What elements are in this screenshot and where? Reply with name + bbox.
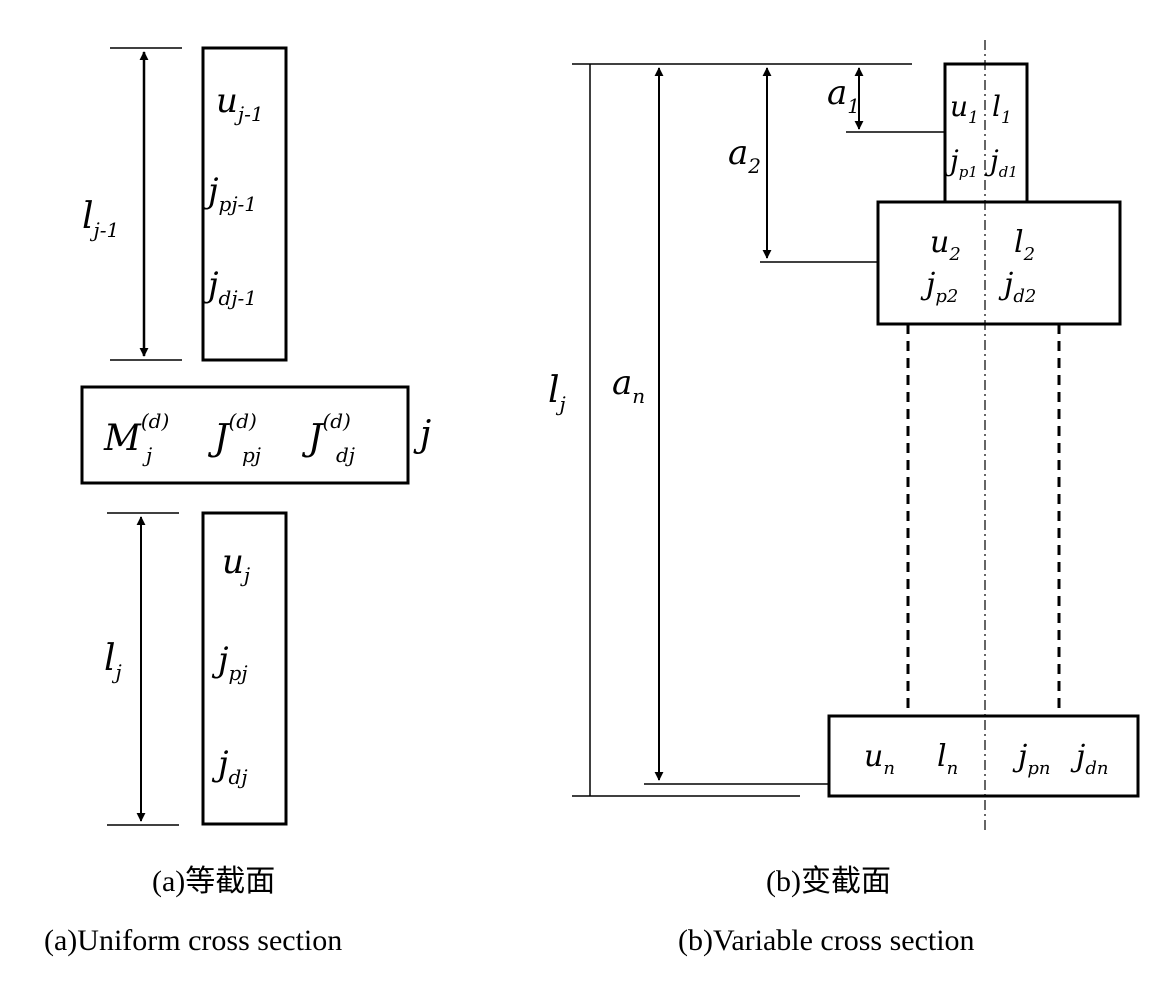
disk-rect [80,385,410,485]
offset-a2-label: a2 [728,133,761,178]
caption-a-cn: (a)等截面 [152,865,275,898]
section-n-u: un [864,739,895,779]
lower-length-label: lj [104,638,122,684]
disk-index-label: j [413,414,431,455]
lower-shaft-rect [201,511,288,826]
caption-b-cn: (b)变截面 [766,865,891,898]
section-n-jp: jpn [1012,739,1050,779]
section-1-u: u1 [950,90,979,128]
section-1-l: l1 [992,90,1012,128]
disk-label-Jd: J(d)dj [301,409,355,467]
panel-a: lj-1 uj-1 jpj-1 jdj-1 M(d)j J(d)pj J(d)d… [44,46,431,957]
upper-label-u: uj-1 [216,81,264,126]
lower-label-jd: jdj [211,744,248,789]
offset-an-label: an [612,363,645,408]
lower-label-u: uj [222,542,250,587]
panel-b: lj a1 a2 an u1 l1 jp1 jd1 u2 l2 jp2 jd2 … [548,40,1140,957]
section-n-rect [827,714,1140,798]
section-2-jd: jd2 [998,267,1036,307]
section-2-jp: jp2 [920,267,958,307]
section-1-jd: jd1 [984,144,1018,181]
upper-label-jp: jpj-1 [201,171,257,216]
section-1-rect [943,62,1029,204]
section-2-rect [876,200,1122,326]
caption-a-en: (a)Uniform cross section [44,924,342,957]
lower-label-jp: jpj [211,640,248,685]
section-1-jp: jp1 [944,144,978,181]
offset-a1-label: a1 [827,73,860,118]
upper-shaft-rect [201,46,288,362]
section-2-u: u2 [930,225,961,265]
disk-label-Jp: J(d)pj [207,409,261,467]
section-n-l: ln [937,739,958,779]
caption-b-en: (b)Variable cross section [678,924,975,957]
section-2-l: l2 [1014,225,1035,265]
upper-label-jd: jdj-1 [201,265,257,310]
disk-label-M: M(d)j [103,409,169,467]
total-length-label: lj [548,370,566,416]
upper-length-label: lj-1 [82,196,119,242]
section-n-jd: jdn [1070,739,1108,779]
